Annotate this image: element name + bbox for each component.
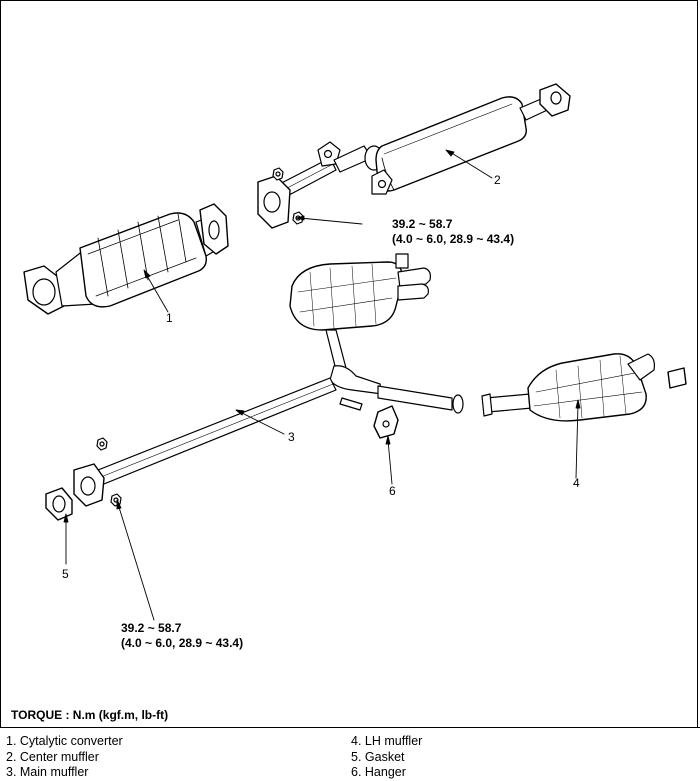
legend-separator bbox=[0, 727, 700, 728]
leader-lines bbox=[63, 149, 581, 621]
callout-6: 6 bbox=[389, 484, 396, 498]
torque-units-title: TORQUE : N.m (kgf.m, lb-ft) bbox=[11, 708, 169, 722]
torque-spec-upper: 39.2 ~ 58.7 (4.0 ~ 6.0, 28.9 ~ 43.4) bbox=[392, 217, 514, 247]
callout-2: 2 bbox=[494, 173, 501, 187]
torque-upper-conversion: (4.0 ~ 6.0, 28.9 ~ 43.4) bbox=[392, 232, 515, 246]
legend-item: 6. Hanger bbox=[351, 765, 406, 779]
center-muffler bbox=[257, 83, 571, 229]
legend-item: 5. Gasket bbox=[351, 749, 405, 764]
legend-item: 2. Center muffler bbox=[6, 749, 99, 764]
exhaust-diagram bbox=[23, 83, 687, 621]
torque-spec-lower: 39.2 ~ 58.7 (4.0 ~ 6.0, 28.9 ~ 43.4) bbox=[121, 621, 243, 651]
diagram-frame bbox=[0, 0, 698, 727]
torque-upper-value: 39.2 ~ 58.7 bbox=[392, 217, 453, 231]
main-muffler bbox=[73, 253, 464, 507]
torque-lower-value: 39.2 ~ 58.7 bbox=[121, 621, 182, 635]
gasket bbox=[45, 487, 73, 521]
callout-3: 3 bbox=[288, 430, 295, 444]
hanger bbox=[373, 405, 399, 439]
lh-muffler bbox=[481, 353, 687, 422]
legend-item: 4. LH muffler bbox=[351, 734, 423, 748]
callout-4: 4 bbox=[573, 476, 580, 490]
catalytic-converter bbox=[23, 203, 229, 315]
legend-item: 3. Main muffler bbox=[6, 765, 89, 779]
legend-left: 1. Cytalytic converter 2. Center muffler… bbox=[6, 734, 123, 781]
legend-right: 4. LH muffler 5. Gasket 6. Hanger bbox=[351, 734, 422, 781]
torque-lower-conversion: (4.0 ~ 6.0, 28.9 ~ 43.4) bbox=[121, 636, 244, 650]
callout-1: 1 bbox=[166, 311, 173, 325]
legend-item: 1. Cytalytic converter bbox=[6, 734, 123, 748]
callout-5: 5 bbox=[62, 567, 69, 581]
